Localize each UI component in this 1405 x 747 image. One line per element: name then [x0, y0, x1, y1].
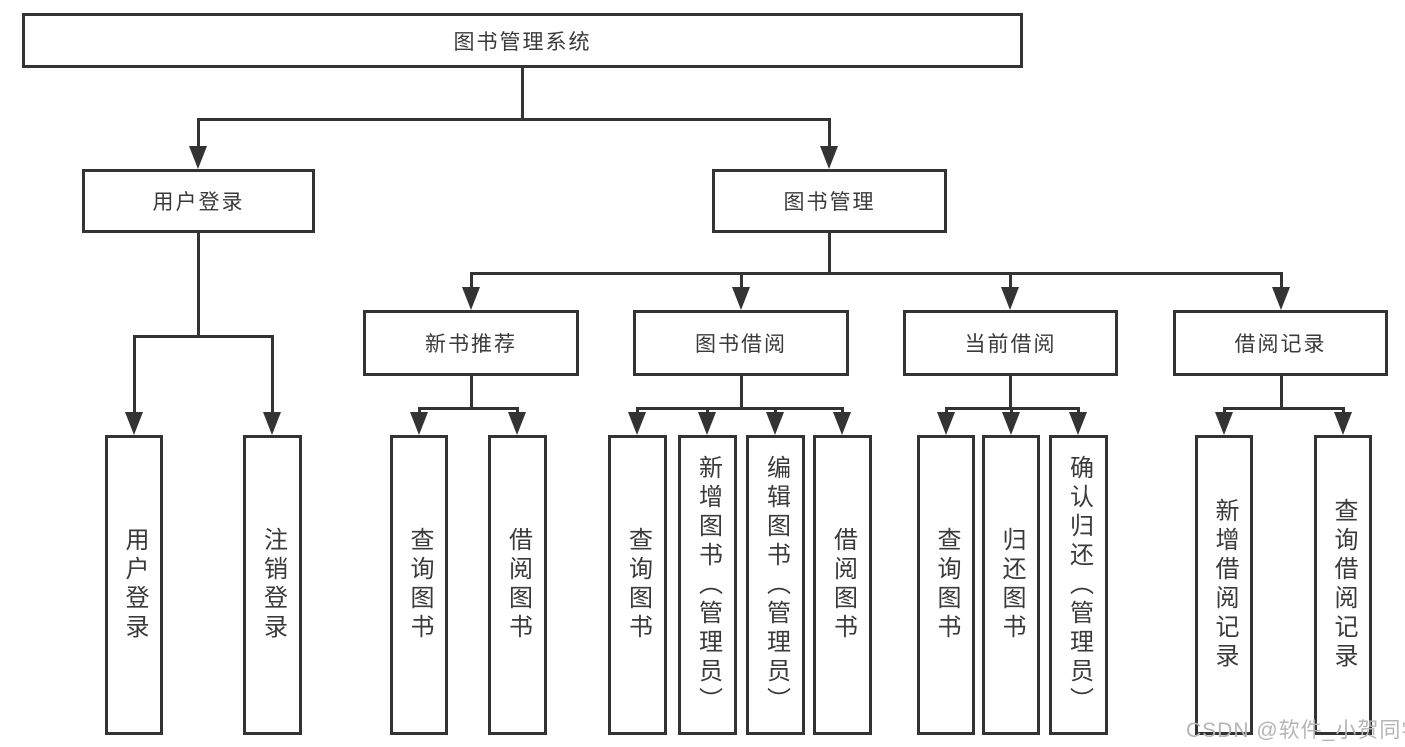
- book-management-split-elbow-line: [470, 272, 1283, 275]
- book-borrowing-split-arrowhead-icon-3: [833, 412, 851, 435]
- book-management-split-arrowhead-icon-1: [732, 287, 750, 310]
- user-login-split-drop-line-1: [271, 335, 274, 419]
- node-label-add-borrow-record: 新增借阅记录: [1211, 498, 1238, 672]
- root-split-arrowhead-icon-1: [820, 146, 838, 169]
- node-label-root: 图书管理系统: [453, 30, 592, 54]
- root-split-elbow-line: [197, 118, 831, 121]
- node-label-query-books-current: 查询图书: [933, 527, 960, 643]
- user-login-split-trunk-line: [197, 233, 200, 338]
- root-split-drop-line-0: [197, 118, 200, 153]
- current-borrow-split-arrowhead-icon-2: [1069, 412, 1087, 435]
- node-book-borrowing: 图书借阅: [633, 310, 849, 376]
- node-label-edit-books-admin: 编辑图书（管理员）: [762, 454, 790, 716]
- node-label-return-books: 归还图书: [998, 527, 1025, 643]
- node-book-management: 图书管理: [712, 169, 947, 233]
- node-label-query-books-recommend: 查询图书: [406, 527, 433, 643]
- node-root: 图书管理系统: [22, 13, 1023, 68]
- book-management-split-arrowhead-icon-0: [462, 287, 480, 310]
- borrow-records-split-elbow-line: [1223, 407, 1345, 410]
- borrow-records-split-arrowhead-icon-1: [1334, 412, 1352, 435]
- node-logout: 注销登录: [243, 435, 302, 735]
- node-label-book-borrowing: 图书借阅: [695, 333, 787, 356]
- root-split-drop-line-1: [828, 118, 831, 153]
- user-login-split-arrowhead-icon-0: [125, 412, 143, 435]
- current-borrow-split-arrowhead-icon-1: [1002, 412, 1020, 435]
- borrow-records-split-arrowhead-icon-0: [1215, 412, 1233, 435]
- new-book-split-arrowhead-icon-1: [508, 412, 526, 435]
- node-user-login-branch: 用户登录: [82, 169, 315, 233]
- book-management-split-drop-line-3: [1280, 272, 1283, 294]
- node-borrowing-records: 借阅记录: [1173, 310, 1388, 376]
- node-label-book-management: 图书管理: [783, 191, 876, 214]
- current-borrow-split-arrowhead-icon-0: [937, 412, 955, 435]
- node-label-user-login-branch: 用户登录: [152, 191, 245, 214]
- node-label-new-book-recommend: 新书推荐: [425, 333, 517, 356]
- node-query-borrow-record: 查询借阅记录: [1314, 435, 1372, 735]
- user-login-split-arrowhead-icon-1: [263, 412, 281, 435]
- node-current-borrowing: 当前借阅: [903, 310, 1118, 376]
- node-edit-books-admin: 编辑图书（管理员）: [746, 435, 805, 735]
- node-label-logout: 注销登录: [259, 527, 287, 643]
- node-new-book-recommend: 新书推荐: [363, 310, 579, 376]
- node-query-books-current: 查询图书: [917, 435, 975, 735]
- node-borrow-books: 借阅图书: [813, 435, 872, 735]
- node-label-current-borrowing: 当前借阅: [964, 333, 1057, 356]
- node-query-books-borrow: 查询图书: [608, 435, 667, 735]
- book-borrowing-split-arrowhead-icon-0: [628, 412, 646, 435]
- node-label-user-login: 用户登录: [121, 527, 148, 643]
- node-add-books-admin: 新增图书（管理员）: [678, 435, 737, 735]
- borrow-records-split-trunk-line: [1280, 376, 1283, 410]
- book-management-split-arrowhead-icon-3: [1272, 287, 1290, 310]
- book-borrowing-split-arrowhead-icon-1: [698, 412, 716, 435]
- book-management-split-drop-line-1: [740, 272, 743, 294]
- new-book-split-arrowhead-icon-0: [410, 412, 428, 435]
- node-borrow-books-recommend: 借阅图书: [488, 435, 547, 735]
- root-split-arrowhead-icon-0: [189, 146, 207, 169]
- node-label-query-borrow-record: 查询借阅记录: [1330, 498, 1357, 672]
- book-management-split-trunk-line: [828, 233, 831, 275]
- book-borrowing-split-trunk-line: [740, 376, 743, 410]
- node-confirm-return-admin: 确认归还（管理员）: [1049, 435, 1108, 735]
- node-label-borrow-books: 借阅图书: [829, 527, 857, 643]
- book-management-split-drop-line-0: [470, 272, 473, 294]
- node-label-borrowing-records: 借阅记录: [1234, 333, 1327, 356]
- node-label-query-books-borrow: 查询图书: [624, 527, 652, 643]
- node-label-add-books-admin: 新增图书（管理员）: [694, 454, 722, 716]
- book-management-split-drop-line-2: [1009, 272, 1012, 294]
- current-borrow-split-trunk-line: [1009, 376, 1012, 410]
- node-query-books-recommend: 查询图书: [390, 435, 448, 735]
- csdn-watermark: CSDN @软件_小贺同学: [1186, 719, 1405, 742]
- node-return-books: 归还图书: [982, 435, 1040, 735]
- root-split-trunk-line: [521, 68, 524, 121]
- book-management-split-arrowhead-icon-2: [1001, 287, 1019, 310]
- user-login-split-elbow-line: [133, 335, 274, 338]
- user-login-split-drop-line-0: [133, 335, 136, 419]
- node-label-confirm-return-admin: 确认归还（管理员）: [1065, 454, 1093, 716]
- new-book-split-trunk-line: [470, 376, 473, 410]
- node-label-borrow-books-recommend: 借阅图书: [504, 527, 532, 643]
- book-borrowing-split-arrowhead-icon-2: [766, 412, 784, 435]
- new-book-split-elbow-line: [418, 407, 519, 410]
- book-borrowing-split-elbow-line: [636, 407, 844, 410]
- node-add-borrow-record: 新增借阅记录: [1195, 435, 1253, 735]
- node-user-login: 用户登录: [105, 435, 163, 735]
